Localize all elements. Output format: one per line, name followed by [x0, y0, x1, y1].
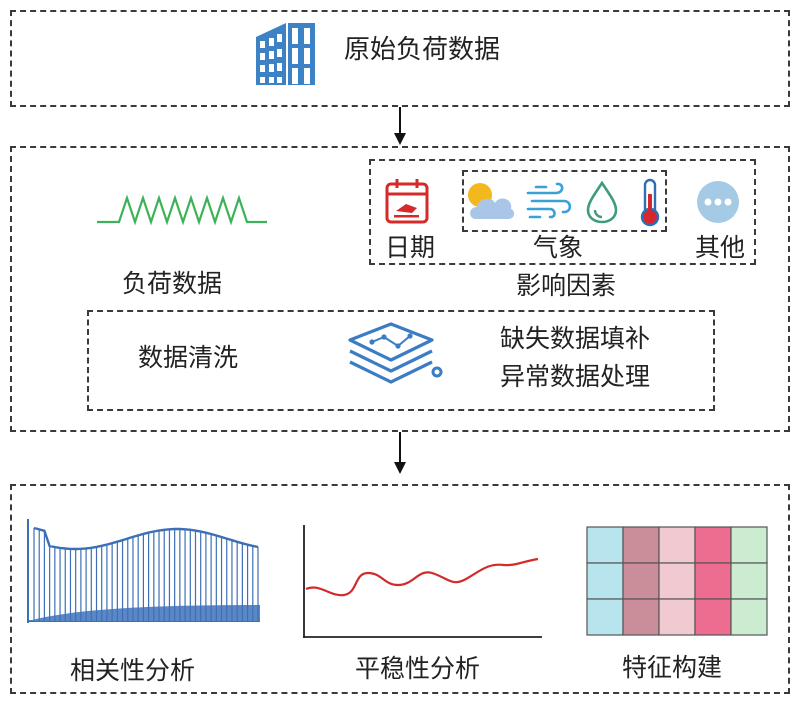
feature-cell — [586, 598, 624, 636]
feature-grid — [586, 526, 768, 636]
feature-cell — [622, 598, 660, 636]
building-icon — [256, 23, 315, 85]
stationarity-label: 平稳性分析 — [355, 654, 481, 683]
thermometer-icon — [640, 178, 660, 227]
factors-box — [369, 159, 756, 265]
preprocessing-box — [10, 146, 790, 432]
weather-label: 气象 — [533, 233, 584, 262]
feature-cell — [694, 598, 732, 636]
calendar-icon — [385, 179, 429, 224]
load-wave-icon — [97, 194, 267, 226]
cleaning-line-1: 缺失数据填补 — [500, 324, 651, 353]
wind-icon — [526, 182, 572, 219]
arrow-down-1 — [394, 107, 406, 145]
analysis-box — [10, 484, 790, 694]
factors-title: 影响因素 — [516, 271, 617, 300]
weather-box — [462, 170, 667, 232]
raw-data-box — [10, 10, 790, 107]
sun-cloud-icon — [468, 183, 515, 219]
feature-cell — [622, 562, 660, 600]
feature-cell — [586, 526, 624, 564]
cleaning-line-2: 异常数据处理 — [500, 362, 651, 391]
feature-cell — [586, 562, 624, 600]
correlation-plot — [27, 519, 260, 623]
feature-cell — [622, 526, 660, 564]
other-label: 其他 — [695, 233, 746, 262]
cleaning-title: 数据清洗 — [138, 343, 239, 372]
raw-data-title: 原始负荷数据 — [344, 35, 501, 65]
feature-cell — [694, 526, 732, 564]
date-label: 日期 — [385, 233, 436, 262]
water-drop-icon — [586, 180, 618, 224]
arrow-down-2 — [394, 432, 406, 474]
more-icon — [697, 181, 739, 223]
feature-cell — [730, 562, 768, 600]
feature-cell — [730, 598, 768, 636]
correlation-label: 相关性分析 — [70, 656, 196, 685]
feature-cell — [694, 562, 732, 600]
feature-cell — [730, 526, 768, 564]
load-data-label: 负荷数据 — [122, 269, 223, 298]
features-label: 特征构建 — [622, 653, 723, 682]
data-layers-icon — [348, 322, 443, 384]
cleaning-box — [87, 310, 715, 411]
feature-cell — [658, 598, 696, 636]
feature-cell — [658, 562, 696, 600]
stationarity-plot — [303, 525, 542, 638]
feature-cell — [658, 526, 696, 564]
